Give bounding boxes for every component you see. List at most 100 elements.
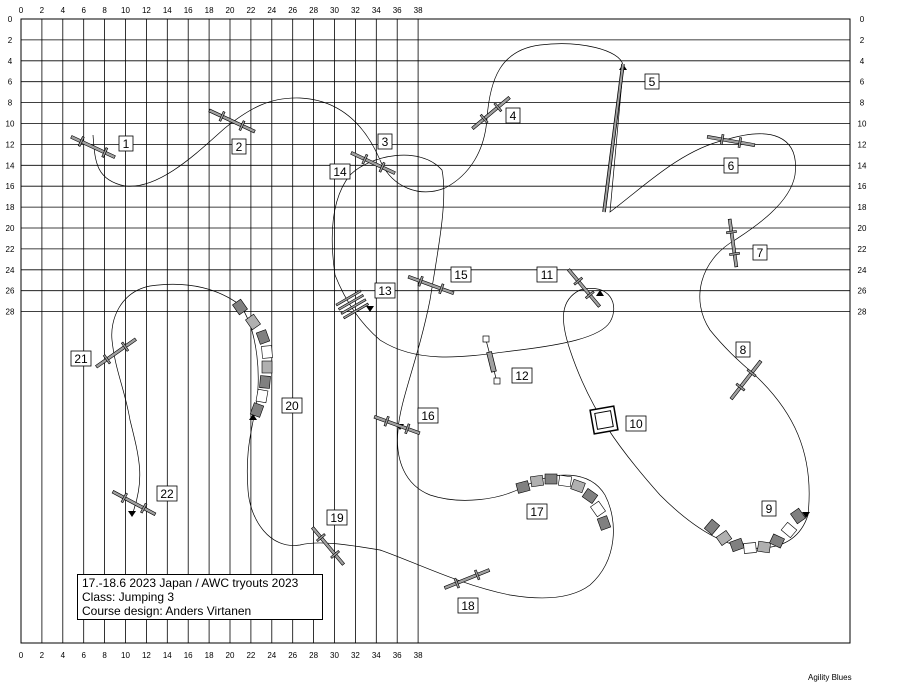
x-tick-label: 24 xyxy=(267,6,276,15)
tunnel-segment xyxy=(596,515,612,531)
tunnel-segment xyxy=(255,388,269,404)
obstacle-number-22: 22 xyxy=(156,485,178,502)
x-tick-label: 12 xyxy=(142,6,151,15)
x-tick-label: 0 xyxy=(19,651,24,660)
x-tick-label: 20 xyxy=(226,6,235,15)
tunnel-segment xyxy=(780,521,798,539)
y-tick-label: 0 xyxy=(860,15,865,24)
x-tick-label: 24 xyxy=(267,651,276,660)
y-tick-label: 2 xyxy=(8,36,13,45)
y-tick-label: 18 xyxy=(6,203,15,212)
y-tick-label: 8 xyxy=(8,99,13,108)
class-name: Class: Jumping 3 xyxy=(82,590,175,604)
obstacle-number-2: 2 xyxy=(231,138,247,155)
y-tick-label: 28 xyxy=(6,308,15,317)
x-tick-label: 18 xyxy=(205,6,214,15)
x-tick-label: 18 xyxy=(205,651,214,660)
tunnel-segment xyxy=(261,360,273,374)
x-tick-label: 0 xyxy=(19,6,24,15)
y-tick-label: 14 xyxy=(858,161,867,170)
y-tick-label: 18 xyxy=(858,203,867,212)
obstacle-number-5: 5 xyxy=(644,73,660,90)
y-tick-label: 24 xyxy=(858,266,867,275)
x-tick-label: 38 xyxy=(414,651,423,660)
tunnel-segment xyxy=(703,518,721,536)
obstacle-number-text: 7 xyxy=(757,246,764,260)
x-tick-label: 34 xyxy=(372,651,381,660)
tire-10 xyxy=(589,405,619,435)
obstacle-number-1: 1 xyxy=(118,135,134,152)
obstacle-number-text: 3 xyxy=(382,135,389,149)
y-tick-label: 6 xyxy=(8,78,13,87)
y-tick-label: 20 xyxy=(6,224,15,233)
x-tick-label: 34 xyxy=(372,6,381,15)
jumps xyxy=(70,96,763,590)
x-tick-label: 6 xyxy=(81,651,86,660)
weave-poles-12 xyxy=(482,335,501,385)
x-tick-label: 28 xyxy=(309,6,318,15)
tunnel-segment xyxy=(743,542,757,554)
obstacle-number-15: 15 xyxy=(450,266,472,283)
tunnel-segment xyxy=(515,480,531,494)
y-tick-label: 16 xyxy=(6,182,15,191)
y-tick-label: 20 xyxy=(858,224,867,233)
tunnel-17 xyxy=(515,473,612,531)
tunnel-segment xyxy=(245,313,261,331)
x-tick-label: 26 xyxy=(288,6,297,15)
tunnel-segment xyxy=(544,473,558,485)
obstacle-number-text: 20 xyxy=(285,399,299,413)
x-tick-label: 32 xyxy=(351,651,360,660)
x-tick-label: 16 xyxy=(184,6,193,15)
tunnels xyxy=(232,298,806,554)
credit: Agility Blues xyxy=(808,673,852,682)
obstacle-number-20: 20 xyxy=(281,397,303,414)
x-tick-label: 26 xyxy=(288,651,297,660)
obstacle-number-19: 19 xyxy=(326,509,348,526)
tunnel-segment xyxy=(581,488,599,504)
obstacle-number-13: 13 xyxy=(374,282,396,299)
y-tick-label: 12 xyxy=(6,140,15,149)
obstacle-number-16: 16 xyxy=(417,407,439,424)
x-tick-label: 38 xyxy=(414,6,423,15)
obstacle-number-text: 17 xyxy=(530,505,544,519)
y-tick-label: 10 xyxy=(6,120,15,129)
course-designer: Course design: Anders Virtanen xyxy=(82,604,252,618)
x-tick-label: 30 xyxy=(330,6,339,15)
tunnel-segment xyxy=(757,540,771,554)
obstacle-number-text: 2 xyxy=(236,140,243,154)
y-tick-label: 28 xyxy=(858,308,867,317)
obstacle-number-7: 7 xyxy=(752,244,768,261)
x-tick-label: 4 xyxy=(61,651,66,660)
tunnel-segment xyxy=(530,474,544,488)
obstacle-number-17: 17 xyxy=(526,503,548,520)
y-tick-label: 14 xyxy=(6,161,15,170)
obstacle-number-6: 6 xyxy=(723,157,739,174)
tunnel-segment xyxy=(558,474,572,488)
x-tick-label: 2 xyxy=(40,6,45,15)
obstacle-number-text: 22 xyxy=(160,487,174,501)
y-tick-label: 24 xyxy=(6,266,15,275)
tunnel-segment xyxy=(232,298,248,316)
y-tick-label: 0 xyxy=(8,15,13,24)
y-tick-label: 8 xyxy=(860,99,865,108)
tunnel-segment xyxy=(259,375,271,389)
x-tick-label: 6 xyxy=(81,6,86,15)
obstacle-number-8: 8 xyxy=(735,341,751,358)
obstacle-number-10: 10 xyxy=(625,415,647,432)
tunnel-segment xyxy=(715,530,733,546)
jump-13-stack xyxy=(335,289,370,320)
y-tick-label: 6 xyxy=(860,78,865,87)
y-tick-label: 10 xyxy=(858,120,867,129)
tunnel-segment xyxy=(590,500,606,518)
obstacle-number-text: 16 xyxy=(421,409,435,423)
obstacle-number-text: 9 xyxy=(766,502,773,516)
obstacle-number-text: 19 xyxy=(330,511,344,525)
obstacle-number-text: 8 xyxy=(740,343,747,357)
axis-ticks: 0022446688101012121414161618182020222224… xyxy=(6,6,867,660)
grid xyxy=(20,18,851,644)
x-tick-label: 10 xyxy=(121,651,130,660)
tunnel-segment xyxy=(729,537,745,553)
x-tick-label: 10 xyxy=(121,6,130,15)
obstacle-number-text: 14 xyxy=(333,165,347,179)
